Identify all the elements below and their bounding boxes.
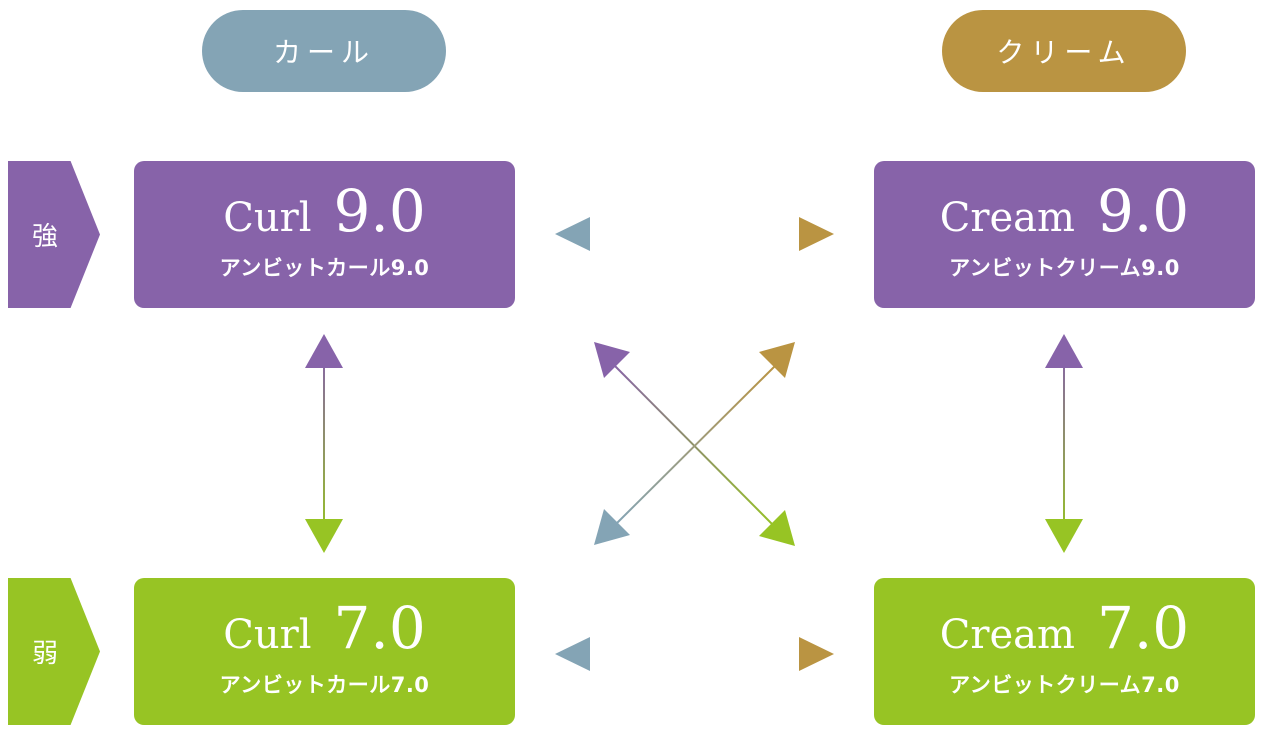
cream-7-product-name: アンビットクリーム7.0 (949, 672, 1180, 697)
cream-7-word: Cream (939, 611, 1075, 658)
left-vertical-arrow (305, 334, 343, 553)
bottom-horizontal-arrow (555, 637, 834, 671)
cream-9-word: Cream (939, 194, 1075, 241)
right-vertical-arrow (1045, 334, 1083, 553)
cream-category-pill: クリーム (942, 10, 1186, 92)
curl-7-strength: 7.0 (333, 593, 426, 662)
curl-9-strength: 9.0 (333, 176, 426, 245)
curl-9-product-name: アンビットカール9.0 (219, 255, 430, 280)
cream-7-strength: 7.0 (1096, 593, 1190, 662)
cream-9-strength: 9.0 (1096, 176, 1190, 245)
curl-7-product-name: アンビットカール7.0 (219, 672, 430, 697)
top-horizontal-arrow (555, 217, 834, 251)
curl-7-word: Curl (223, 611, 312, 658)
diagonal-arrow-cream9-curl7 (594, 342, 795, 545)
weak-level-label: 弱 (32, 639, 59, 669)
cream-9-product-name: アンビットクリーム9.0 (949, 255, 1180, 280)
strong-level-label: 強 (32, 222, 59, 252)
curl-9-word: Curl (223, 194, 312, 241)
curl-category-pill: カール (202, 10, 446, 92)
